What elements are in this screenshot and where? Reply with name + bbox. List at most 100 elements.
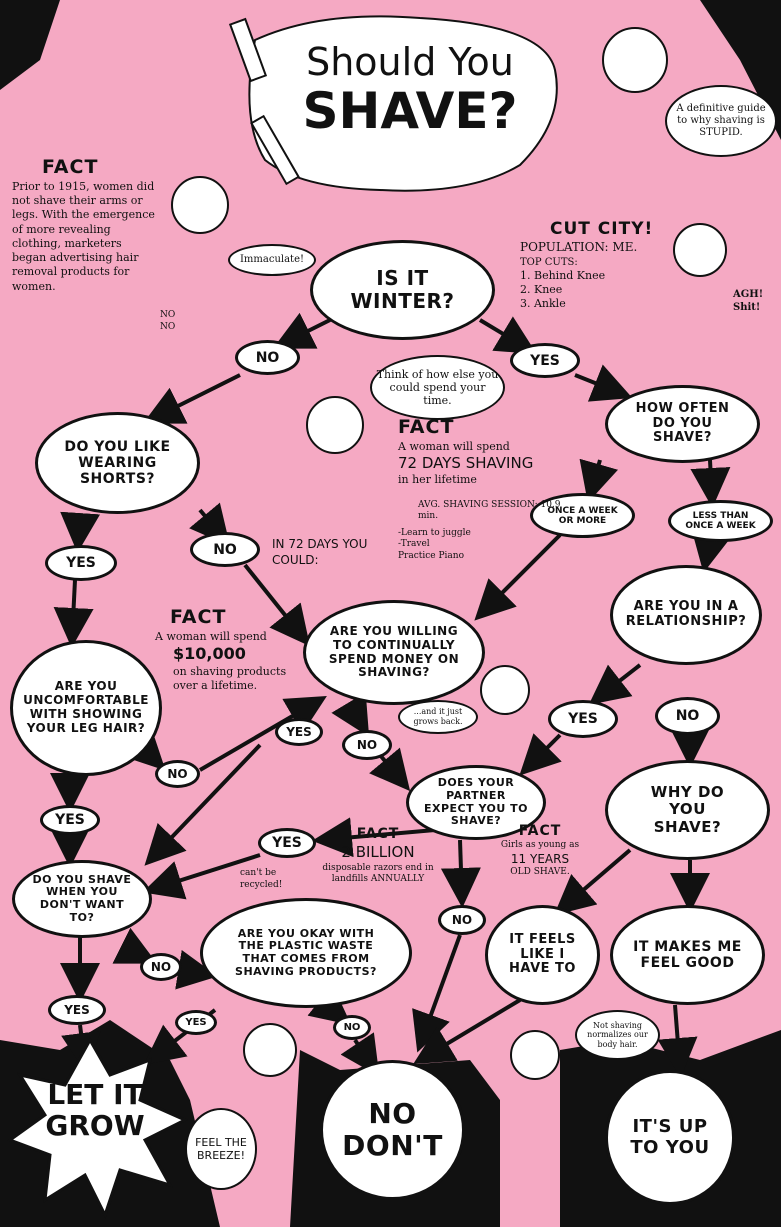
fact-5-line1: Girls as young as	[500, 840, 580, 851]
arrow	[142, 373, 241, 424]
fact-1-heading: FACT	[42, 156, 99, 178]
top-cuts-label: TOP CUTS:	[520, 256, 578, 268]
could-item: -Learn to juggle	[398, 528, 471, 538]
fact-3-heading: FACT	[170, 606, 227, 628]
arrow	[142, 853, 261, 900]
character-head	[480, 665, 530, 715]
outcome-let-it-grow: LET IT GROW	[45, 1078, 145, 1142]
population-label: POPULATION:	[520, 240, 609, 255]
arrow	[691, 529, 731, 573]
immaculate-bubble: Immaculate!	[228, 244, 316, 276]
fact-2: FACT A woman will spend 72 DAYS SHAVING …	[398, 415, 583, 523]
label-yes: YES	[275, 718, 323, 746]
arrow	[519, 733, 562, 776]
cut-city: CUT CITY! POPULATION: ME. TOP CUTS: 1. B…	[520, 218, 670, 312]
think-bubble: Think of how else you could spend your t…	[370, 355, 505, 420]
fact-1: FACT Prior to 1915, women did not shave …	[12, 155, 157, 294]
character-head	[673, 223, 727, 277]
arrow	[413, 998, 522, 1065]
label-no: NO	[155, 760, 200, 788]
population-value: ME.	[612, 240, 638, 255]
arrow	[579, 458, 619, 503]
label-no: NO	[235, 340, 300, 375]
label-no: NO	[190, 532, 260, 567]
fact-5-age: 11 YEARS	[510, 851, 570, 866]
normalizes-bubble: Not shaving normalizes our body hair.	[575, 1010, 660, 1060]
dark-top-left	[0, 0, 60, 90]
arrow	[312, 817, 436, 858]
label-yes: YES	[48, 995, 106, 1025]
arrow	[198, 695, 327, 772]
arrow	[440, 839, 481, 908]
fact-2-could: IN 72 DAYS YOU COULD:	[272, 537, 402, 568]
arrow	[175, 950, 218, 990]
fact-2-avg: AVG. SHAVING SESSION: 10.9 min.	[418, 499, 561, 522]
arrow	[53, 579, 94, 648]
cut-item: 2. Knee	[520, 282, 563, 296]
starburst	[6, 1036, 189, 1219]
node-have-to: IT FEELS LIKE I HAVE TO	[485, 905, 600, 1005]
fact-4-heading: FACT	[356, 826, 400, 842]
label-no: NO	[438, 905, 486, 935]
arrow	[574, 364, 633, 402]
title-blob	[248, 15, 558, 192]
fact-3: FACT A woman will spend $10,000 on shavi…	[155, 605, 295, 693]
label-yes: YES	[548, 700, 618, 738]
cut-item: 1. Behind Knee	[520, 268, 606, 282]
arrow	[144, 743, 262, 866]
label-less-week: LESS THAN ONCE A WEEK	[668, 500, 773, 542]
character-head	[510, 1030, 560, 1080]
label-no: NO	[342, 730, 392, 760]
fact-5-line2: OLD SHAVE.	[510, 867, 570, 878]
fact-2-line3: in her lifetime	[398, 473, 477, 487]
node-shorts: DO YOU LIKE WEARING SHORTS?	[35, 412, 200, 514]
arrow	[478, 316, 537, 355]
razor-doodle	[228, 17, 268, 83]
node-winter: IS IT WINTER?	[310, 240, 495, 340]
arrow	[123, 728, 166, 771]
arrow	[412, 934, 462, 1053]
arrow	[60, 511, 101, 553]
node-how-often: HOW OFTEN DO YOU SHAVE?	[605, 385, 760, 463]
arrow	[690, 459, 731, 508]
cut-item: 3. Ankle	[520, 297, 566, 311]
outcome-up-to-you: IT'S UP TO YOU	[605, 1070, 735, 1205]
breeze-bubble: FEEL THE BREEZE!	[185, 1108, 257, 1190]
node-dont-want: DO YOU SHAVE WHEN YOU DON'T WANT TO?	[12, 860, 152, 938]
fact-3-line2: on shaving products over a lifetime.	[173, 664, 287, 693]
node-plastic: ARE YOU OKAY WITH THE PLASTIC WASTE THAT…	[200, 898, 412, 1008]
label-yes: YES	[40, 805, 100, 835]
fact-3-amount: $10,000	[173, 643, 246, 663]
arrow	[474, 533, 562, 621]
fact-1-text: Prior to 1915, women did not shave their…	[12, 179, 155, 293]
character-head	[602, 27, 668, 93]
fact-5-heading: FACT	[518, 823, 562, 839]
page-title: Should You SHAVE?	[275, 41, 545, 140]
arrow	[331, 692, 370, 737]
razor-doodle	[250, 114, 300, 186]
fact-5: FACT Girls as young as 11 YEARS OLD SHAV…	[490, 822, 590, 879]
node-willing: ARE YOU WILLING TO CONTINUALLY SPEND MON…	[303, 600, 485, 705]
fact-4-amount: 2 BILLION	[341, 843, 415, 862]
could-items: -Learn to juggle -Travel Practice Piano	[398, 528, 508, 562]
label-no: NO	[333, 1015, 371, 1040]
fact-2-line1: A woman will spend	[398, 439, 510, 453]
fact-4-text: disposable razors end in landfills ANNUA…	[322, 862, 434, 885]
outcome-no-dont: NO DON'T	[320, 1060, 465, 1200]
recycle-note: can't be recycled!	[240, 868, 283, 890]
node-relationship: ARE YOU IN A RELATIONSHIP?	[610, 565, 762, 665]
label-once-week: ONCE A WEEK OR MORE	[530, 493, 635, 538]
fact-2-line2: 72 DAYS SHAVING	[398, 453, 534, 472]
arrow	[588, 663, 642, 705]
grows-back-bubble: ...and it just grows back.	[398, 700, 478, 734]
node-feel-good: IT MAKES ME FEEL GOOD	[610, 905, 765, 1005]
node-uncomfortable: ARE YOU UNCOMFORTABLE WITH SHOWING YOUR …	[10, 640, 162, 776]
title-line2: SHAVE?	[302, 81, 518, 140]
arrow	[553, 848, 632, 916]
character-head	[243, 1023, 297, 1077]
node-why: WHY DO YOU SHAVE?	[605, 760, 770, 860]
fact-3-line1: A woman will spend	[155, 629, 267, 643]
no-no-text: NO NO	[160, 310, 176, 332]
label-yes: YES	[258, 828, 316, 858]
could-item: -Travel	[398, 539, 430, 550]
